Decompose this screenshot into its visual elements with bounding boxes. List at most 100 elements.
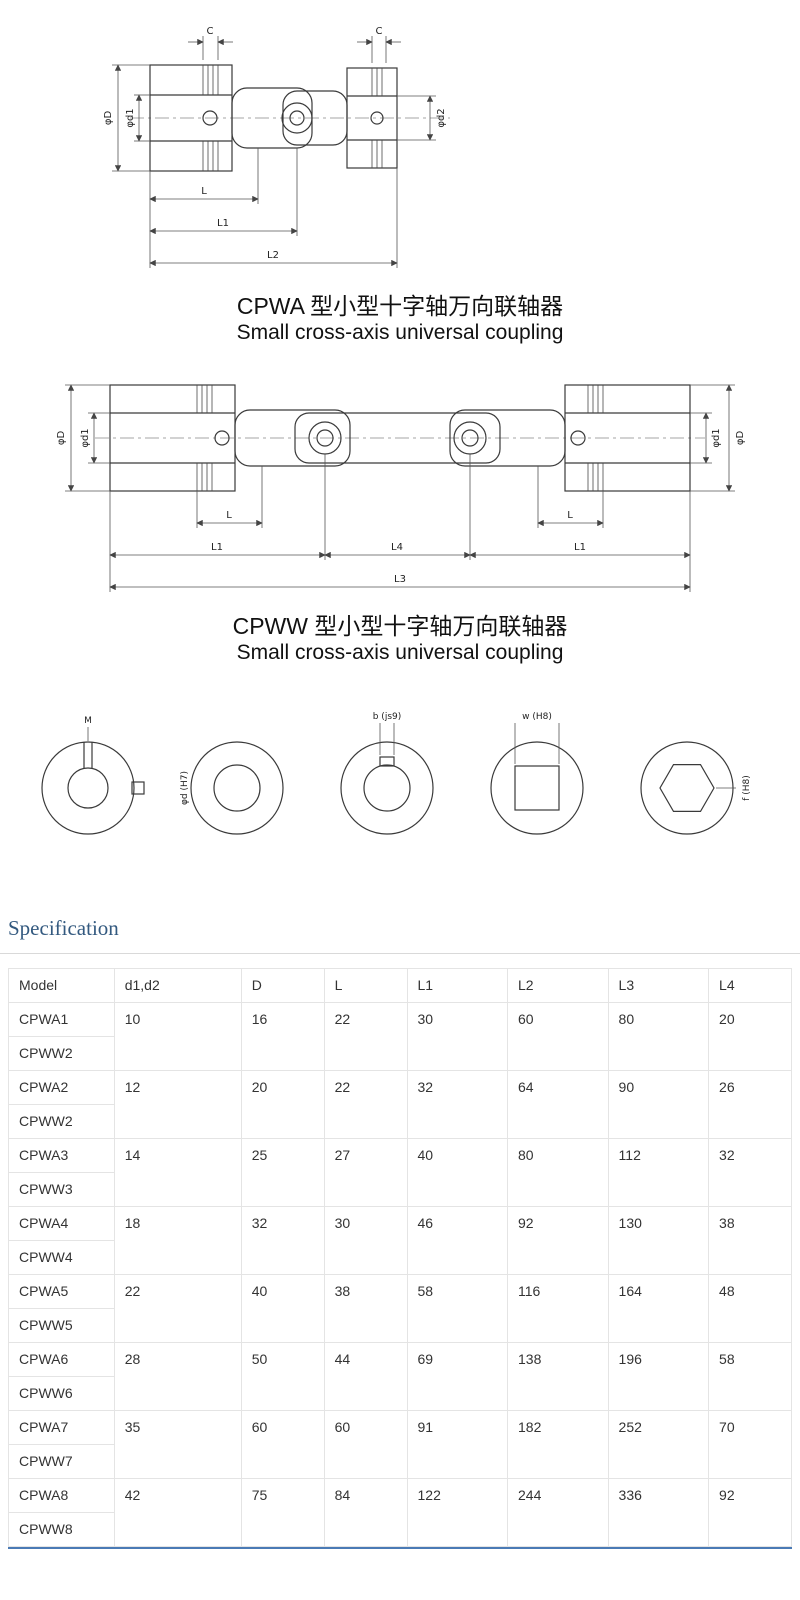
section-label-b-js9: b (js9): [373, 712, 402, 722]
dim-label-L4: L4: [391, 542, 403, 553]
value-cell: 92: [507, 1206, 609, 1275]
value-cell: 60: [240, 1410, 325, 1479]
value-cell: 84: [323, 1478, 408, 1547]
value-cell: 64: [507, 1070, 609, 1139]
value-cell: 91: [406, 1410, 509, 1479]
value-cell: 32: [406, 1070, 509, 1139]
value-cell: 58: [406, 1274, 509, 1343]
value-cell: 252: [607, 1410, 710, 1479]
model-cell: CPWA1: [8, 1002, 115, 1037]
column-header: Model: [8, 968, 115, 1003]
specification-heading: Specification: [8, 916, 119, 940]
table-row: CPWW3: [8, 1172, 792, 1207]
value-cell: 42: [113, 1478, 242, 1547]
value-cell: 336: [607, 1478, 710, 1547]
value-cell: 196: [607, 1342, 710, 1411]
value-cell: 32: [240, 1206, 325, 1275]
value-cell: 27: [323, 1138, 408, 1207]
section-views-block: M φd (H7) b (js9) w (H8): [0, 693, 800, 858]
value-cell: 50: [240, 1342, 325, 1411]
value-cell: 244: [507, 1478, 609, 1547]
cpww-title-cn: CPWW 型小型十字轴万向联轴器: [232, 613, 568, 639]
value-cell: 40: [406, 1138, 509, 1207]
value-cell: 18: [113, 1206, 242, 1275]
dim-label-L-right: L: [567, 510, 573, 521]
cpww-title-en: Small cross-axis universal coupling: [236, 641, 564, 664]
cpwa-title-en: Small cross-axis universal coupling: [236, 321, 564, 344]
dim-label-L1: L1: [217, 218, 229, 229]
value-cell: 30: [323, 1206, 408, 1275]
value-cell: 22: [113, 1274, 242, 1343]
cpwa-drawing-block: C C φD φd1 φd2: [0, 0, 800, 345]
section-view-plain-bore: φd (H7): [180, 741, 284, 835]
dim-label-phid1: φd1: [125, 108, 136, 127]
column-header: L4: [708, 968, 792, 1003]
value-cell: 60: [323, 1410, 408, 1479]
table-row: CPWW8: [8, 1512, 792, 1547]
value-cell: 20: [240, 1070, 325, 1139]
dim-label-L1-right: L1: [574, 542, 586, 553]
value-cell: 69: [406, 1342, 509, 1411]
dim-label-phid2: φd2: [436, 108, 447, 127]
model-cell: CPWA8: [8, 1478, 115, 1513]
cpwa-title-cn: CPWA 型小型十字轴万向联轴器: [236, 293, 564, 319]
dim-label-L3: L3: [394, 574, 406, 585]
section-views-svg: M φd (H7) b (js9) w (H8): [41, 712, 752, 835]
value-cell: 20: [708, 1002, 792, 1071]
value-cell: 138: [507, 1342, 609, 1411]
value-cell: 130: [607, 1206, 710, 1275]
value-cell: 40: [240, 1274, 325, 1343]
model-cell: CPWA2: [8, 1070, 115, 1105]
heading-divider: [0, 953, 800, 954]
column-header: L2: [507, 968, 609, 1003]
model-cell: CPWA4: [8, 1206, 115, 1241]
dim-label-phid1-right: φd1: [711, 428, 722, 447]
value-cell: 44: [323, 1342, 408, 1411]
value-cell: 182: [507, 1410, 609, 1479]
cpww-dimensions: φD φd1 φd1 φD L L: [56, 384, 746, 592]
section-label-phid-h7: φd (H7): [180, 771, 190, 805]
model-cell: CPWW6: [8, 1376, 115, 1411]
section-view-clamp: M: [41, 716, 145, 835]
dim-label-L1-left: L1: [211, 542, 223, 553]
column-header: L1: [406, 968, 509, 1003]
dim-label-phid1-left: φd1: [80, 428, 91, 447]
value-cell: 25: [240, 1138, 325, 1207]
dim-label-phiD-right: φD: [735, 431, 746, 446]
value-cell: 112: [607, 1138, 710, 1207]
value-cell: 48: [708, 1274, 792, 1343]
value-cell: 12: [113, 1070, 242, 1139]
value-cell: 26: [708, 1070, 792, 1139]
column-header: L3: [607, 968, 710, 1003]
dim-label-phiD: φD: [103, 111, 114, 126]
model-cell: CPWA3: [8, 1138, 115, 1173]
value-cell: 28: [113, 1342, 242, 1411]
dim-label-c-right: C: [376, 26, 383, 37]
model-cell: CPWW2: [8, 1104, 115, 1139]
model-cell: CPWW4: [8, 1240, 115, 1275]
value-cell: 80: [507, 1138, 609, 1207]
table-row: CPWW5: [8, 1308, 792, 1343]
value-cell: 70: [708, 1410, 792, 1479]
value-cell: 80: [607, 1002, 710, 1071]
value-cell: 32: [708, 1138, 792, 1207]
section-label-f-h8: f (H8): [742, 775, 752, 801]
cpww-right-hub: [564, 384, 691, 492]
column-header: d1,d2: [113, 968, 242, 1003]
value-cell: 90: [607, 1070, 710, 1139]
value-cell: 10: [113, 1002, 242, 1071]
table-row: CPWW2: [8, 1036, 792, 1071]
value-cell: 16: [240, 1002, 325, 1071]
table-row: CPWW6: [8, 1376, 792, 1411]
value-cell: 92: [708, 1478, 792, 1547]
cpwa-dimensions: C C φD φd1 φd2: [103, 26, 447, 268]
column-header: D: [240, 968, 325, 1003]
